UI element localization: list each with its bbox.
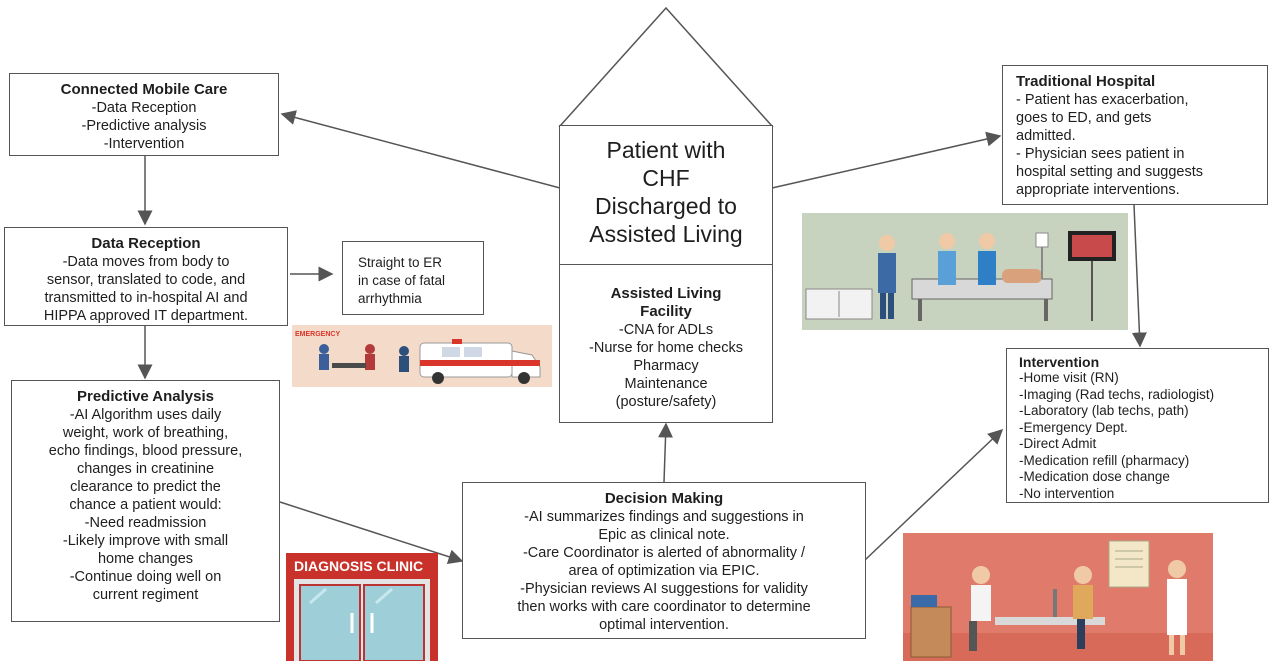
predictive-analysis-title: Predictive Analysis bbox=[76, 388, 214, 405]
decision-making-box: Decision Making -AI summarizes findings … bbox=[462, 482, 866, 639]
intervention-item: -Imaging (Rad techs, radiologist) bbox=[1019, 386, 1215, 402]
intervention-item: -Medication dose change bbox=[1019, 469, 1170, 484]
arrow-center-to-mobile bbox=[280, 110, 561, 189]
doctor-office-illustration bbox=[903, 533, 1213, 661]
data-reception-line: -Data moves from body to bbox=[62, 254, 230, 270]
decision-making-title: Decision Making bbox=[604, 490, 724, 507]
decision-line: -AI summarizes findings and suggestions … bbox=[524, 509, 804, 525]
connected-mobile-item: -Data Reception bbox=[91, 100, 197, 116]
facility-item: Maintenance bbox=[624, 376, 708, 392]
predictive-line: -Likely improve with small bbox=[62, 533, 229, 549]
emergency-ambulance-illustration: EMERGENCY bbox=[292, 325, 552, 387]
facility-item: (posture/safety) bbox=[615, 394, 717, 410]
straight-to-er-box: Straight to ER in case of fatal arrhythm… bbox=[342, 241, 484, 315]
house-roof bbox=[558, 6, 774, 127]
predictive-line: -AI Algorithm uses daily bbox=[69, 407, 222, 423]
decision-line: then works with care coordinator to dete… bbox=[517, 599, 811, 615]
facility-item: Pharmacy bbox=[633, 358, 699, 374]
connected-mobile-care-box: Connected Mobile Care -Data Reception -P… bbox=[9, 73, 279, 156]
straight-to-er-line: in case of fatal bbox=[358, 273, 446, 288]
patient-house-box: Patient with CHF Discharged to Assisted … bbox=[559, 125, 773, 423]
traditional-line: - Patient has exacerbation, bbox=[1016, 92, 1189, 108]
predictive-line: current regiment bbox=[92, 587, 199, 603]
traditional-line: - Physician sees patient in bbox=[1016, 146, 1185, 162]
house-title-line-1: Patient with bbox=[606, 137, 726, 163]
connected-mobile-item: -Predictive analysis bbox=[81, 118, 207, 134]
house-title-line-2: CHF bbox=[642, 165, 690, 191]
decision-line: area of optimization via EPIC. bbox=[568, 563, 760, 579]
traditional-line: appropriate interventions. bbox=[1016, 182, 1180, 198]
connected-mobile-care-title: Connected Mobile Care bbox=[60, 81, 228, 98]
intervention-item: -Home visit (RN) bbox=[1019, 370, 1119, 385]
intervention-item: -No intervention bbox=[1019, 485, 1115, 501]
intervention-item: -Emergency Dept. bbox=[1019, 419, 1128, 435]
predictive-line: echo findings, blood pressure, bbox=[48, 443, 243, 459]
predictive-analysis-box: Predictive Analysis -AI Algorithm uses d… bbox=[11, 380, 280, 622]
facility-item: -CNA for ADLs bbox=[618, 322, 714, 338]
house-title-line-3: Discharged to bbox=[595, 193, 737, 219]
facility-title-line-1: Assisted Living bbox=[610, 285, 722, 302]
predictive-line: home changes bbox=[97, 551, 194, 567]
arrow-center-to-hospital bbox=[771, 131, 1002, 189]
data-reception-box: Data Reception -Data moves from body to … bbox=[4, 227, 288, 326]
decision-line: optimal intervention. bbox=[599, 617, 729, 633]
intervention-box: Intervention -Home visit (RN) -Imaging (… bbox=[1006, 348, 1269, 503]
diagnosis-clinic-label: DIAGNOSIS CLINIC bbox=[294, 558, 424, 574]
intervention-item: -Laboratory (lab techs, path) bbox=[1019, 403, 1189, 418]
predictive-line: clearance to predict the bbox=[70, 479, 221, 495]
straight-to-er-line: arrhythmia bbox=[358, 291, 422, 306]
traditional-hospital-title: Traditional Hospital bbox=[1016, 73, 1156, 90]
intervention-item: -Direct Admit bbox=[1019, 436, 1097, 451]
predictive-line: -Need readmission bbox=[84, 515, 207, 531]
traditional-hospital-box: Traditional Hospital - Patient has exace… bbox=[1002, 65, 1268, 205]
intervention-title: Intervention bbox=[1019, 354, 1100, 370]
house-title-line-4: Assisted Living bbox=[589, 221, 743, 247]
intervention-item: -Medication refill (pharmacy) bbox=[1019, 452, 1190, 468]
data-reception-line: transmitted to in-hospital AI and bbox=[44, 290, 248, 306]
decision-line: Epic as clinical note. bbox=[598, 527, 730, 543]
decision-line: -Physician reviews AI suggestions for va… bbox=[520, 581, 808, 597]
emergency-label: EMERGENCY bbox=[295, 331, 341, 338]
facility-title-line-2: Facility bbox=[640, 303, 692, 320]
connected-mobile-item: -Intervention bbox=[103, 136, 185, 152]
predictive-line: changes in creatinine bbox=[76, 461, 215, 477]
diagnosis-clinic-illustration: DIAGNOSIS CLINIC bbox=[286, 553, 438, 662]
traditional-line: goes to ED, and gets bbox=[1016, 110, 1152, 126]
data-reception-line: sensor, translated to code, and bbox=[46, 272, 246, 288]
traditional-line: hospital setting and suggests bbox=[1016, 164, 1204, 180]
arrow-decision-to-center bbox=[658, 422, 674, 483]
straight-to-er-line: Straight to ER bbox=[358, 255, 443, 270]
data-reception-title: Data Reception bbox=[91, 235, 201, 252]
facility-item: -Nurse for home checks bbox=[589, 340, 743, 356]
data-reception-line: HIPPA approved IT department. bbox=[43, 308, 249, 324]
decision-line: -Care Coordinator is alerted of abnormal… bbox=[522, 545, 806, 561]
traditional-line: admitted. bbox=[1016, 128, 1076, 144]
arrow-hospital-to-intervention bbox=[1131, 204, 1147, 348]
hospital-room-illustration bbox=[802, 213, 1128, 330]
predictive-line: -Continue doing well on bbox=[69, 569, 222, 585]
predictive-line: weight, work of breathing, bbox=[62, 425, 229, 441]
predictive-line: chance a patient would: bbox=[69, 497, 222, 513]
house-divider: Assisted Living Facility -CNA for ADLs -… bbox=[560, 264, 772, 411]
